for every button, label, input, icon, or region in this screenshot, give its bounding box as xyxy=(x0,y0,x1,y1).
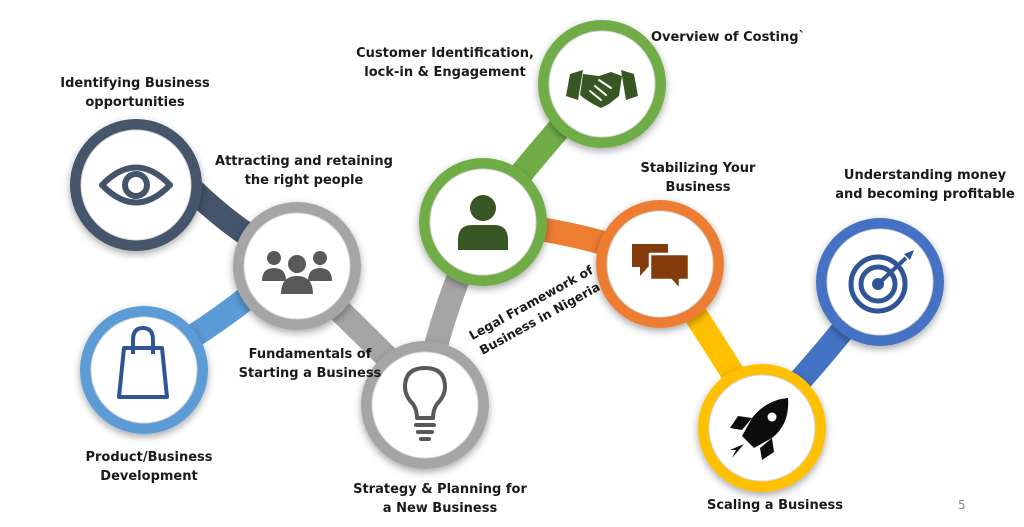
node-attracting-people xyxy=(233,202,361,330)
label-overview-costing: Overview of Costing` xyxy=(650,30,806,45)
lightbulb-icon xyxy=(403,366,447,441)
node-overview-costing xyxy=(538,20,666,148)
label-customer-identification: Customer Identification,lock-in & Engage… xyxy=(356,46,534,80)
eye-icon xyxy=(99,164,173,206)
page-number: 5 xyxy=(958,498,966,512)
shopping-bag-icon xyxy=(117,326,169,399)
chat-bubbles-icon xyxy=(632,244,691,292)
person-icon xyxy=(458,195,508,250)
node-strategy-planning xyxy=(361,341,489,469)
node-scaling-business xyxy=(698,364,826,492)
group-icon xyxy=(262,251,332,294)
node-product-development xyxy=(80,306,208,434)
node-understanding-money xyxy=(816,218,944,346)
node-customer-identification xyxy=(419,158,547,286)
node-identifying-opportunities xyxy=(70,119,202,251)
node-stabilizing-business xyxy=(596,200,724,328)
label-scaling-business: Scaling a Business xyxy=(706,498,844,513)
target-icon xyxy=(848,250,914,314)
rocket-icon xyxy=(730,398,789,460)
